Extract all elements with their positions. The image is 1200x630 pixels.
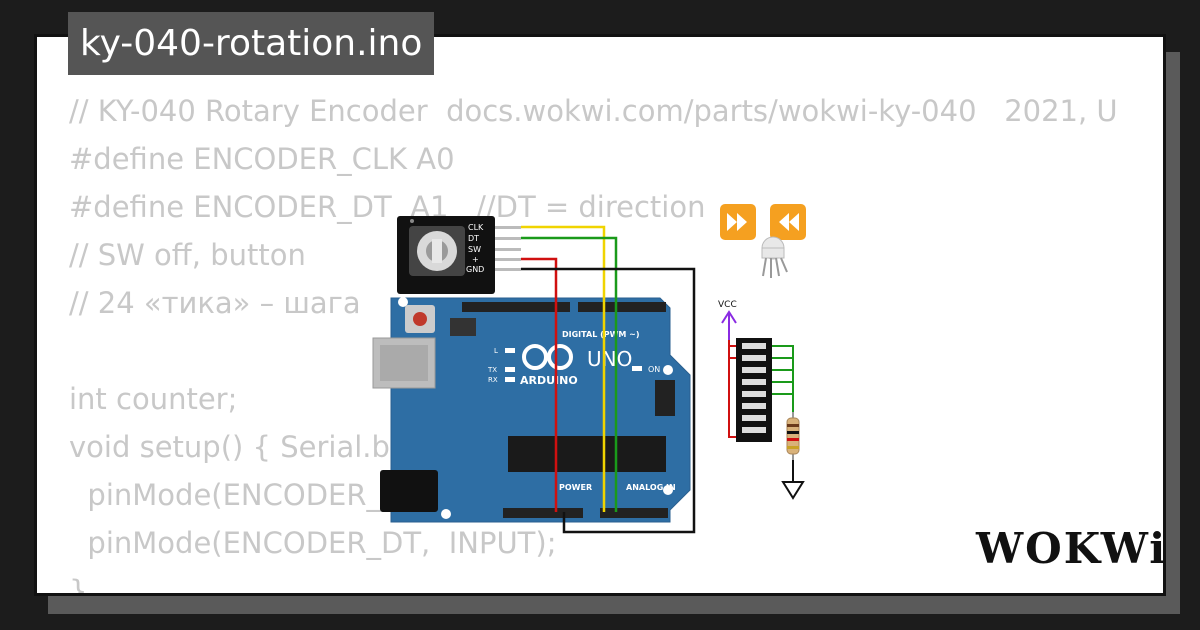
led-label: L bbox=[494, 347, 498, 355]
arduino-model: UNO bbox=[587, 347, 632, 371]
wokwi-logo[interactable]: WOKWi bbox=[976, 524, 1168, 573]
ky040-encoder[interactable]: CLK DT SW + GND bbox=[397, 216, 521, 294]
encoder-pin-label: CLK bbox=[468, 223, 484, 232]
code-line: #define ENCODER_CLK A0 bbox=[69, 142, 455, 176]
wire-vcc-dip bbox=[728, 340, 736, 438]
analog-label: ANALOG IN bbox=[626, 483, 676, 492]
rgb-led[interactable] bbox=[761, 236, 788, 278]
rewind-icon bbox=[770, 204, 806, 240]
arduino-uno-board[interactable]: ARDUINO UNO DIGITAL (PWM ~) POWER ANALOG… bbox=[372, 297, 691, 523]
vcc-symbol: VCC bbox=[718, 300, 737, 340]
encoder-pin-label: DT bbox=[468, 234, 479, 243]
digital-label: DIGITAL (PWM ~) bbox=[562, 330, 640, 339]
resistor[interactable] bbox=[786, 412, 800, 460]
encoder-pin-label: SW bbox=[468, 245, 481, 254]
dip-switch[interactable] bbox=[736, 338, 772, 442]
led-label: TX bbox=[487, 366, 497, 374]
wire-dt bbox=[521, 236, 618, 512]
sketch-title: ky-040-rotation.ino bbox=[68, 12, 435, 75]
wire-clk bbox=[521, 225, 606, 512]
encoder-pin-label: + bbox=[472, 255, 479, 264]
vcc-label: VCC bbox=[718, 300, 737, 310]
code-line: #define ENCODER_DT A1 //DT = direction bbox=[69, 190, 706, 224]
code-line: // SW off, button bbox=[69, 238, 306, 272]
code-line: pinMode(ENCODER_DT, INPUT); bbox=[69, 526, 557, 560]
arduino-brand: ARDUINO bbox=[520, 374, 578, 387]
code-line: int counter; bbox=[69, 382, 238, 416]
led-label: RX bbox=[488, 376, 498, 384]
fast-forward-icon bbox=[720, 204, 756, 240]
power-label: POWER bbox=[559, 483, 592, 492]
wire-vcc bbox=[521, 257, 558, 512]
wire-dip-out bbox=[772, 345, 794, 412]
code-line: // KY-040 Rotary Encoder docs.wokwi.com/… bbox=[69, 94, 1118, 128]
wire-gnd bbox=[521, 267, 696, 534]
on-label: ON bbox=[648, 365, 660, 374]
code-line: // 24 «тика» – шага bbox=[69, 286, 361, 320]
encoder-pin-label: GND bbox=[466, 265, 484, 274]
ground-symbol bbox=[781, 460, 805, 500]
code-line: } bbox=[69, 574, 88, 596]
arduino-logo: ARDUINO UNO bbox=[520, 344, 632, 387]
